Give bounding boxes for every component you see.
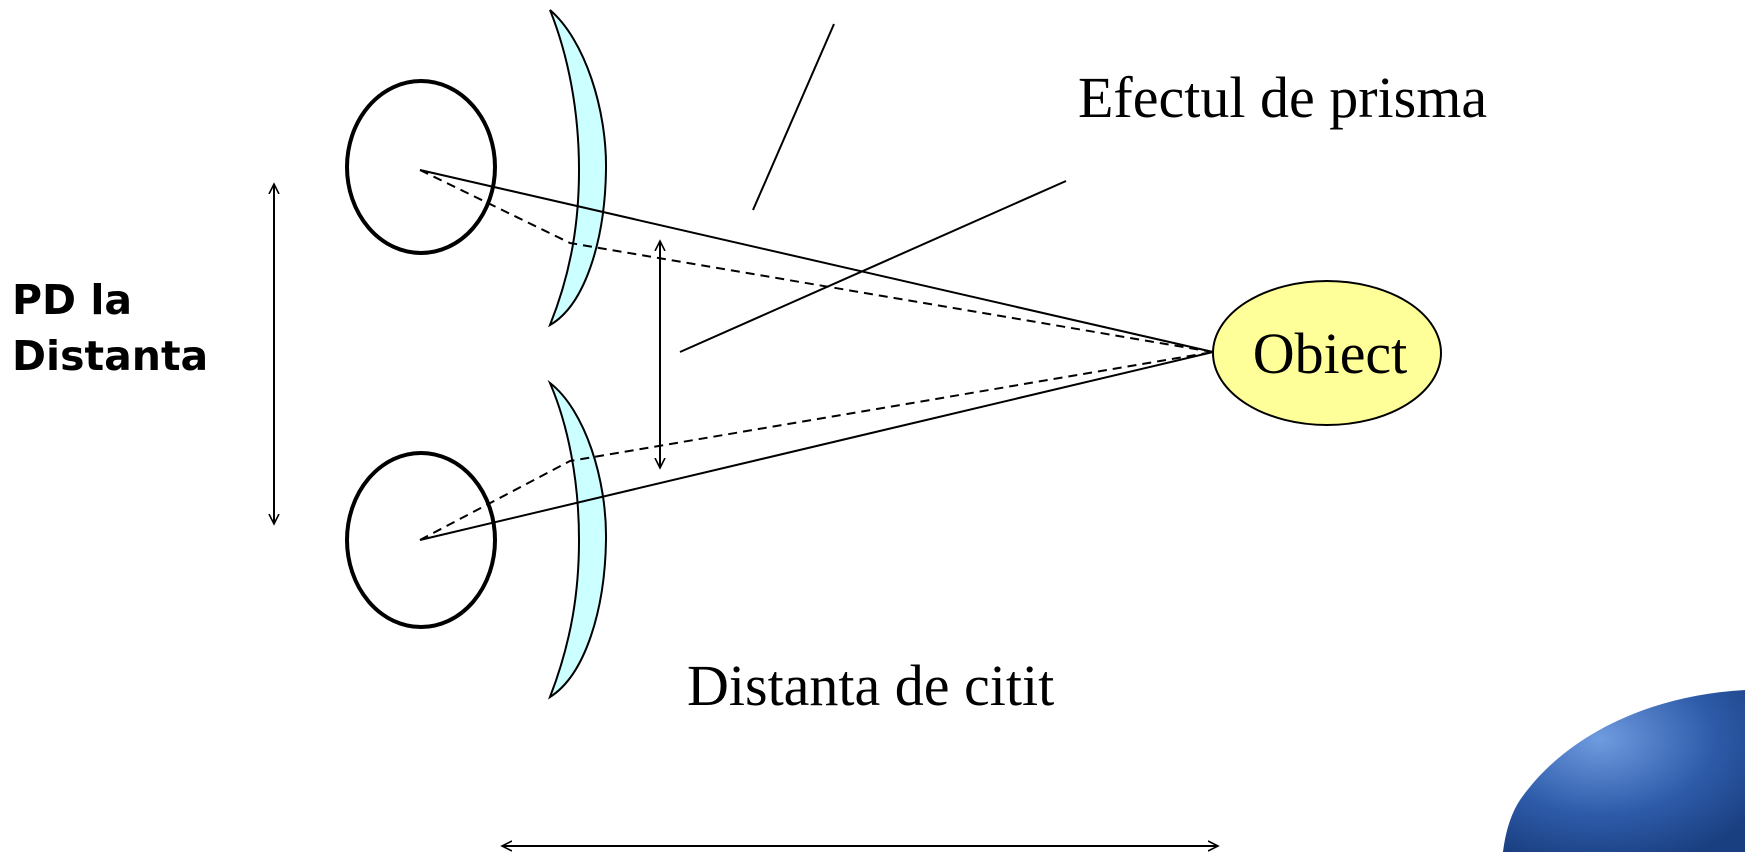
pd-distance-label: PD la Distanta xyxy=(12,272,208,384)
upper-sight-line xyxy=(419,169,1214,353)
upper-eye xyxy=(345,79,497,255)
lower-refracted-line xyxy=(419,351,1214,541)
object-ellipse xyxy=(1212,280,1442,426)
pd-label-line1: PD la xyxy=(12,276,133,324)
object-label: Obiect xyxy=(1253,321,1408,386)
upper-refracted-line xyxy=(419,169,1214,353)
prism-effect-label: Efectul de prisma xyxy=(1078,65,1487,130)
prism-pointer-line-1 xyxy=(752,23,835,211)
reading-distance-label: Distanta de citit xyxy=(687,653,1054,718)
pd-label-line2: Distanta xyxy=(12,332,209,380)
corner-logo-icon xyxy=(1503,690,1745,852)
lower-sight-line xyxy=(419,351,1214,541)
lower-lens xyxy=(547,379,608,700)
upper-lens xyxy=(548,9,608,328)
lower-eye xyxy=(345,451,497,629)
prism-pointer-line-2 xyxy=(679,180,1067,353)
